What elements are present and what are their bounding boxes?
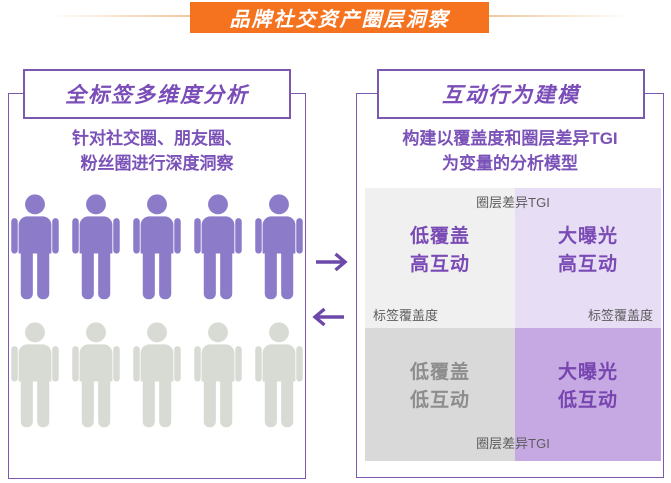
left-arrow-icon (312, 305, 346, 334)
person-icon (72, 322, 120, 428)
axis-label-bottom-tgi: 圈层差异TGI (476, 436, 550, 451)
axis-label-top-tgi: 圈层差异TGI (476, 195, 550, 210)
banner-deco-line-right (489, 15, 631, 17)
left-panel-header-box: 全标签多维度分析 (23, 69, 291, 119)
quadrant-cell-bottom-right: 大曝光 低互动 (515, 328, 661, 461)
quadrant-cell-top-left: 低覆盖 高互动 (365, 188, 515, 328)
quadrant-matrix: 低覆盖 高互动 大曝光 高互动 低覆盖 低互动 大曝光 低互动 (365, 188, 661, 461)
person-row-purple (9, 194, 305, 301)
right-panel-subtitle-line1: 构建以覆盖度和圈层差异TGI (402, 129, 618, 148)
quadrant-top-left-line2: 高互动 (409, 254, 470, 275)
quadrant-cell-bottom-left: 低覆盖 低互动 (365, 328, 515, 461)
right-panel-subtitle: 构建以覆盖度和圈层差异TGI 为变量的分析模型 (357, 127, 663, 176)
quadrant-bottom-left-line2: 低互动 (409, 389, 470, 411)
left-panel-subtitle: 针对社交圈、朋友圈、 粉丝圈进行深度洞察 (9, 127, 305, 176)
quadrant-cell-top-right: 大曝光 高互动 (515, 188, 661, 328)
page-title: 品牌社交资产圈层洞察 (229, 9, 450, 31)
quadrant-bottom-right-line2: 低互动 (557, 389, 618, 411)
quadrant-top-right-line1: 大曝光 (557, 226, 618, 248)
person-icon (194, 194, 242, 300)
person-icon (11, 322, 59, 428)
quadrant-top-left-line1: 低覆盖 (409, 226, 470, 248)
right-panel-header-box: 互动行为建模 (377, 69, 645, 119)
person-icon (11, 194, 59, 300)
person-icon (72, 194, 120, 300)
banner-deco-line-left (48, 15, 190, 17)
left-panel-title: 全标签多维度分析 (65, 84, 249, 107)
quadrant-bottom-left-line1: 低覆盖 (409, 361, 470, 383)
person-icon (255, 322, 303, 428)
quadrant-bottom-right-line1: 大曝光 (557, 361, 618, 383)
left-panel-subtitle-line1: 针对社交圈、朋友圈、 (72, 129, 242, 148)
panel-interaction-modeling: 互动行为建模 构建以覆盖度和圈层差异TGI 为变量的分析模型 低覆盖 高互动 大… (356, 69, 664, 478)
axis-label-coverage-left: 标签覆盖度 (373, 308, 439, 323)
quadrant-top-right-line2: 高互动 (557, 254, 618, 275)
person-icon (133, 194, 181, 300)
title-banner: 品牌社交资产圈层洞察 (190, 2, 489, 33)
person-icon (133, 322, 181, 428)
person-row-gray (9, 322, 305, 429)
person-icon (194, 322, 242, 428)
right-arrow-icon (314, 250, 348, 279)
right-panel-subtitle-line2: 为变量的分析模型 (442, 153, 578, 173)
person-icon (255, 194, 303, 300)
left-panel-subtitle-line2: 粉丝圈进行深度洞察 (80, 153, 234, 173)
axis-label-coverage-right: 标签覆盖度 (587, 308, 653, 323)
right-panel-title: 互动行为建模 (442, 84, 580, 107)
panel-multidimension-analysis: 全标签多维度分析 针对社交圈、朋友圈、 粉丝圈进行深度洞察 (8, 69, 306, 479)
